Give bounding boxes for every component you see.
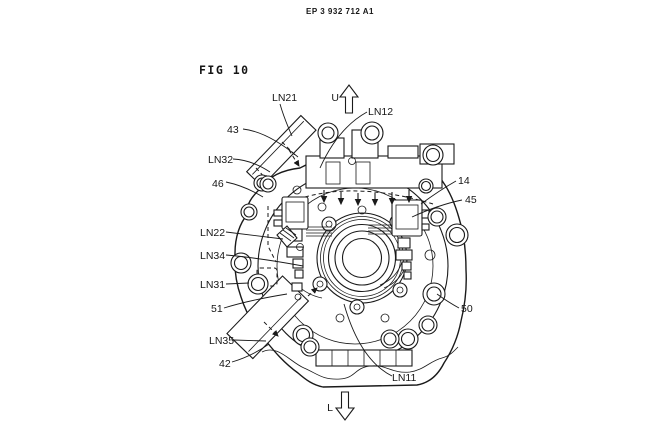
label-ln22: LN22 <box>200 227 225 239</box>
central-pump <box>295 205 408 315</box>
label-u: U <box>331 92 339 104</box>
label-ln12: LN12 <box>368 106 393 118</box>
label-14: 14 <box>458 175 470 187</box>
label-ln32: LN32 <box>208 154 233 166</box>
label-43: 43 <box>227 124 239 136</box>
right-solenoid <box>391 199 430 280</box>
label-51: 51 <box>211 303 223 315</box>
label-ln35: LN35 <box>209 335 234 347</box>
label-ln21: LN21 <box>272 92 297 104</box>
figure-title: FIG 10 <box>199 63 250 77</box>
up-arrow-icon <box>338 84 360 114</box>
left-solenoid <box>273 196 309 301</box>
small-holes <box>292 157 436 323</box>
label-ln31: LN31 <box>200 279 225 291</box>
oil-pipes <box>306 224 394 237</box>
label-42: 42 <box>219 358 231 370</box>
label-ln34: LN34 <box>200 250 225 262</box>
label-ln11: LN11 <box>392 372 416 384</box>
label-45: 45 <box>465 194 477 206</box>
leader-lines <box>223 103 463 377</box>
label-l: L <box>327 402 333 414</box>
label-50: 50 <box>461 303 473 315</box>
bolt-holes <box>230 121 469 357</box>
down-arrow-icon <box>334 391 356 421</box>
callout-labels: U L LN21 LN12 43 LN32 46 14 45 LN22 LN34… <box>200 92 477 414</box>
label-46: 46 <box>212 178 224 190</box>
document-number: EP 3 932 712 A1 <box>306 7 374 16</box>
